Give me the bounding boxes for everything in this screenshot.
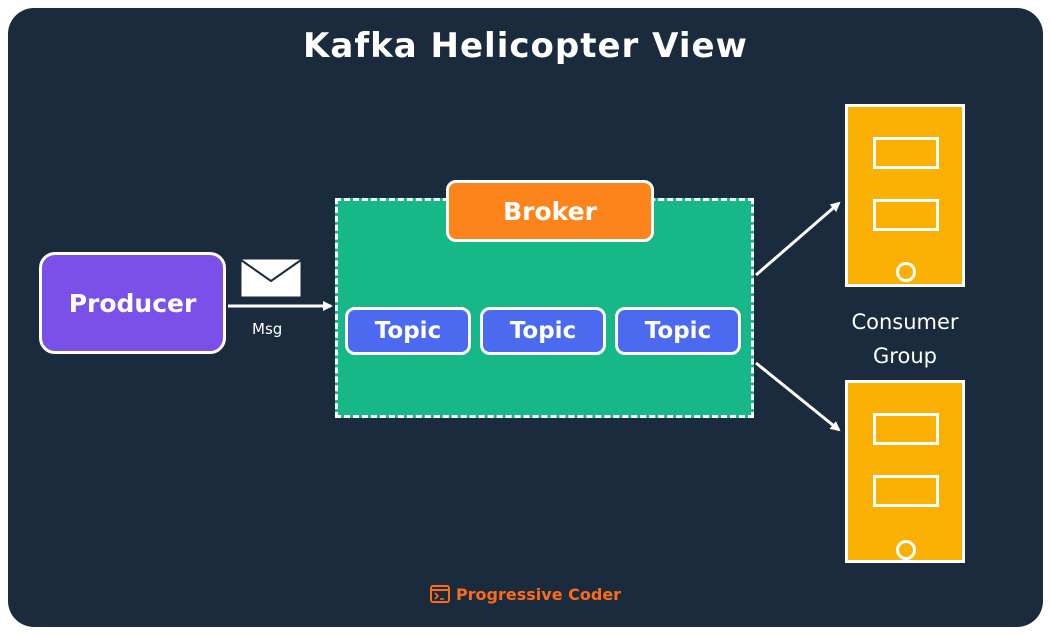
terminal-icon [429, 585, 450, 603]
message-label: Msg [252, 320, 283, 338]
brand-footer: Progressive Coder [0, 582, 1051, 606]
device-screen-slot [873, 475, 939, 507]
broker-to-consumer-1-arrow [755, 201, 841, 277]
consumer-group-line-2: Group [873, 344, 937, 368]
diagram-title: Kafka Helicopter View [303, 26, 748, 66]
consumer-device-icon [845, 380, 965, 563]
brand-name: Progressive Coder [455, 584, 622, 604]
topic-label: Topic [374, 318, 442, 344]
consumer-group-line-1: Consumer [851, 310, 959, 334]
device-screen-slot [873, 199, 939, 231]
consumer-device-icon [845, 104, 965, 287]
topic-label: Topic [644, 318, 712, 344]
broker-label: Broker [503, 196, 597, 226]
topic-node-2: Topic [480, 307, 606, 355]
device-home-button [896, 540, 916, 560]
producer-label: Producer [68, 288, 197, 318]
envelope-icon [239, 257, 303, 299]
device-screen-slot [873, 413, 939, 445]
broker-node: Broker [446, 180, 654, 242]
consumer-group-label: Consumer Group [820, 305, 990, 373]
device-home-button [896, 262, 916, 282]
topic-node-3: Topic [615, 307, 741, 355]
producer-node: Producer [39, 252, 226, 354]
topic-node-1: Topic [345, 307, 471, 355]
topic-label: Topic [509, 318, 577, 344]
broker-to-consumer-2-arrow [755, 361, 841, 432]
device-screen-slot [873, 137, 939, 169]
